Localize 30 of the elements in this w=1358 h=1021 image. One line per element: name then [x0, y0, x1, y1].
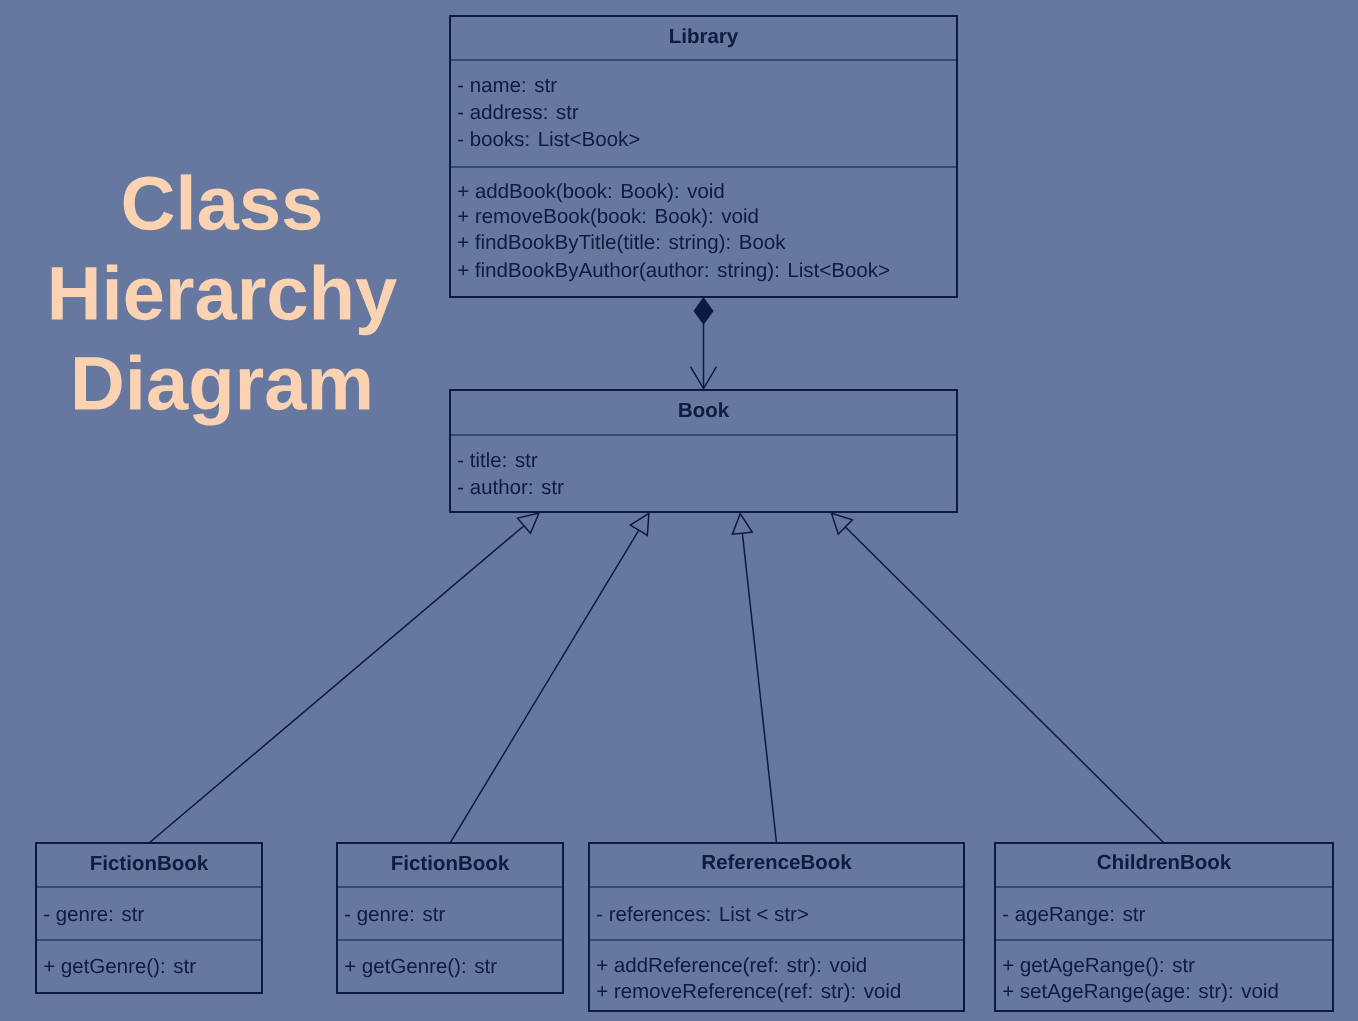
- method-text: + findBookByAuthor(author: string): List<Book>: [458, 262, 889, 282]
- title-text: Class Hierarchy Diagram: [51, 174, 397, 426]
- attribute-text: - genre: str: [345, 907, 445, 926]
- composition-arrow: [689, 297, 718, 390]
- method-text: + removeBook(book: Book): void: [458, 208, 758, 228]
- class-name: FictionBook: [392, 855, 510, 871]
- class-name: ChildrenBook: [1097, 854, 1232, 870]
- method-text: + getGenre(): str: [44, 958, 196, 978]
- method-text: + addReference(ref: str): void: [597, 957, 866, 977]
- method-text: + removeReference(ref: str): void: [597, 983, 900, 1003]
- method-text: + getAgeRange(): str: [1003, 957, 1195, 977]
- attribute-text: - genre: str: [44, 907, 144, 926]
- attribute-text: - address: str: [458, 104, 579, 120]
- method-text: + getGenre(): str: [345, 958, 497, 978]
- attribute-text: - books: List<Book>: [458, 131, 640, 147]
- inheritance-arrow: [731, 512, 778, 844]
- attribute-text: - author: str: [458, 479, 564, 495]
- attribute-text: - ageRange: str: [1003, 906, 1146, 926]
- attribute-text: - title: str: [458, 452, 538, 468]
- attribute-text: - references: List < str>: [597, 906, 808, 922]
- attribute-text: - name: str: [458, 78, 557, 93]
- class-name: FictionBook: [91, 855, 209, 871]
- inheritance-arrow: [449, 512, 650, 844]
- method-text: + findBookByTitle(title: string): Book: [458, 234, 786, 254]
- method-text: + addBook(book: Book): void: [458, 183, 724, 203]
- class-name: Book: [679, 402, 730, 418]
- method-text: + setAgeRange(age: str): void: [1003, 983, 1278, 1003]
- class-name: Library: [670, 28, 739, 48]
- class-name: ReferenceBook: [702, 854, 852, 870]
- inheritance-arrow: [830, 512, 1165, 844]
